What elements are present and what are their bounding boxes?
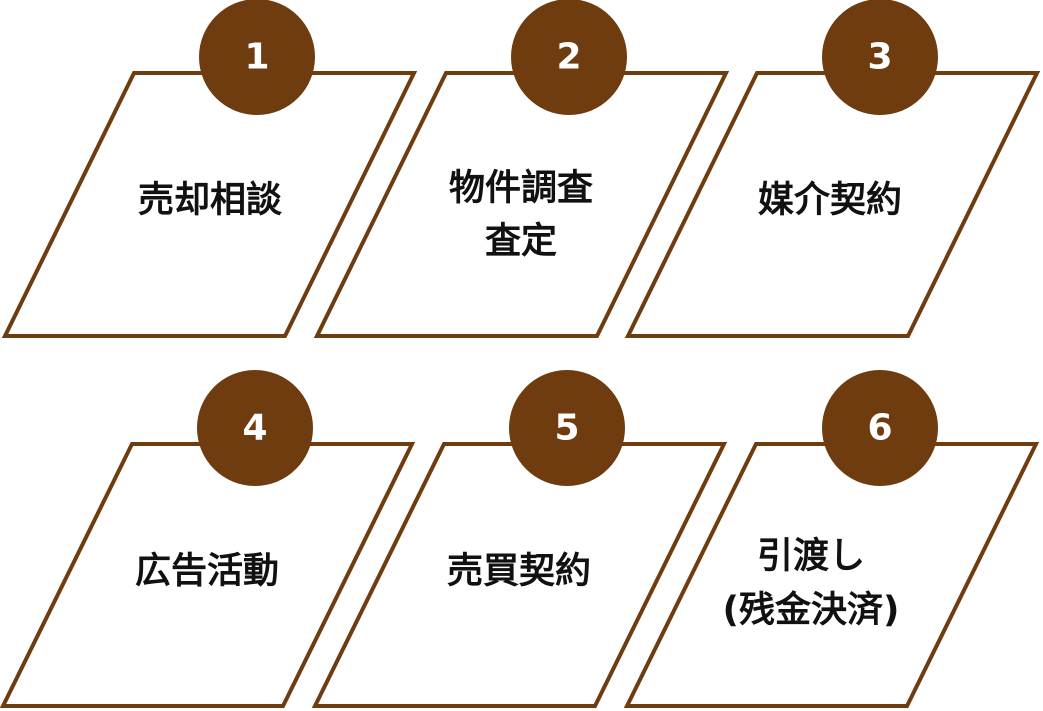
step-1-badge <box>199 0 315 115</box>
step-5-number: 5 <box>554 408 579 449</box>
step-3-badge <box>822 0 938 115</box>
step-6-badge <box>822 370 938 486</box>
step-2-number: 2 <box>556 37 581 78</box>
step-1-box <box>1 71 418 338</box>
step-4: 4 広告活動 <box>0 370 416 708</box>
step-2: 2 物件調査 査定 <box>313 0 730 338</box>
step-2-label-line-2: 査定 <box>485 221 557 262</box>
step-3-number: 3 <box>867 37 892 78</box>
step-6-box <box>623 442 1040 708</box>
step-6-number: 6 <box>867 408 892 449</box>
step-5-badge <box>509 370 625 486</box>
step-6-label-line-2: (残金決済) <box>723 589 900 631</box>
step-4-box <box>0 442 416 708</box>
step-1: 1 売却相談 <box>1 0 418 338</box>
step-1-number: 1 <box>244 37 269 78</box>
step-6: 6 引渡し (残金決済) <box>623 370 1040 708</box>
step-4-number: 4 <box>242 408 267 449</box>
step-3-label-line-1: 媒介契約 <box>758 180 902 221</box>
step-4-badge <box>197 370 313 486</box>
step-3-box <box>624 71 1041 338</box>
step-5-label-line-1: 売買契約 <box>447 551 591 592</box>
step-1-label-line-1: 売却相談 <box>138 180 282 221</box>
step-2-badge <box>511 0 627 115</box>
step-5: 5 売買契約 <box>311 370 728 708</box>
step-6-label-line-1: 引渡し <box>757 536 865 577</box>
step-3: 3 媒介契約 <box>624 0 1041 338</box>
step-2-label-line-1: 物件調査 <box>449 168 593 209</box>
step-2-box <box>313 71 730 338</box>
step-5-box <box>311 442 728 708</box>
step-4-label-line-1: 広告活動 <box>135 551 279 592</box>
